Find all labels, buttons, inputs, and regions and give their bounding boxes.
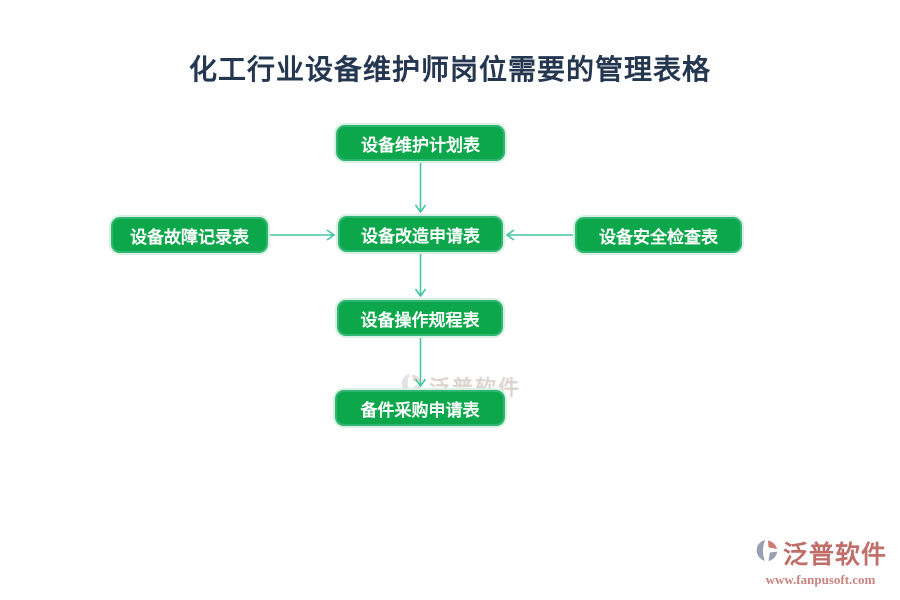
arrow-plan-to-modification (414, 163, 427, 214)
brand-logo-icon (754, 538, 780, 569)
node-safety-inspection: 设备安全检查表 (575, 217, 742, 253)
node-maintenance-plan: 设备维护计划表 (336, 125, 505, 161)
brand-url: www.fanpusoft.com (765, 572, 876, 587)
arrow-fault-to-modification (270, 229, 336, 241)
brand-name: 泛普软件 (782, 541, 887, 569)
page-title: 化工行业设备维护师岗位需要的管理表格 (188, 54, 711, 85)
arrow-modification-to-procedures (414, 254, 427, 298)
node-spare-parts-purchase: 备件采购申请表 (335, 390, 505, 426)
arrow-safety-to-modification (505, 229, 573, 241)
brand-mark: 泛普软件 www.fanpusoft.com (754, 535, 887, 588)
node-operating-procedures: 设备操作规程表 (337, 300, 503, 336)
node-modification-request: 设备改造申请表 (338, 216, 503, 252)
node-fault-record: 设备故障记录表 (111, 217, 268, 253)
